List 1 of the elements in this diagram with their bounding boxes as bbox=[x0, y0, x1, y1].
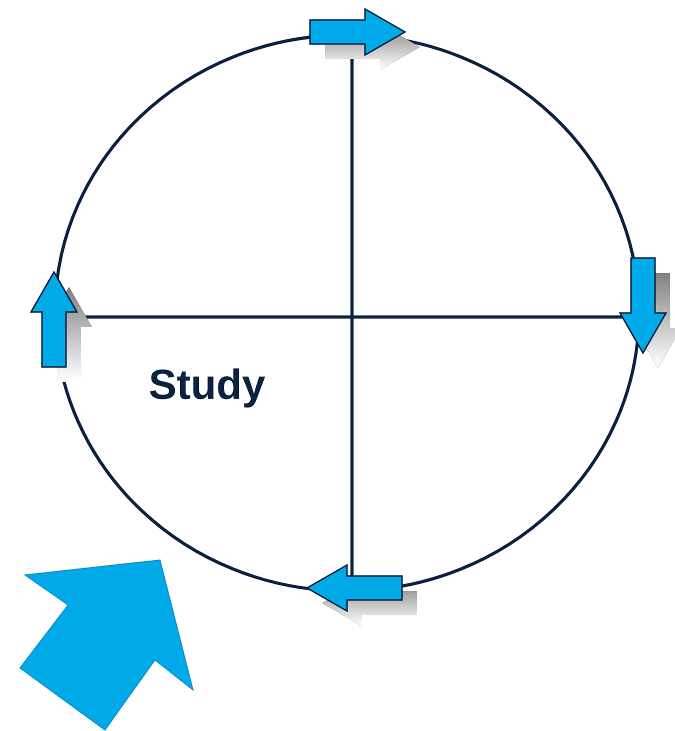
quadrant-label: Study bbox=[150, 368, 266, 408]
